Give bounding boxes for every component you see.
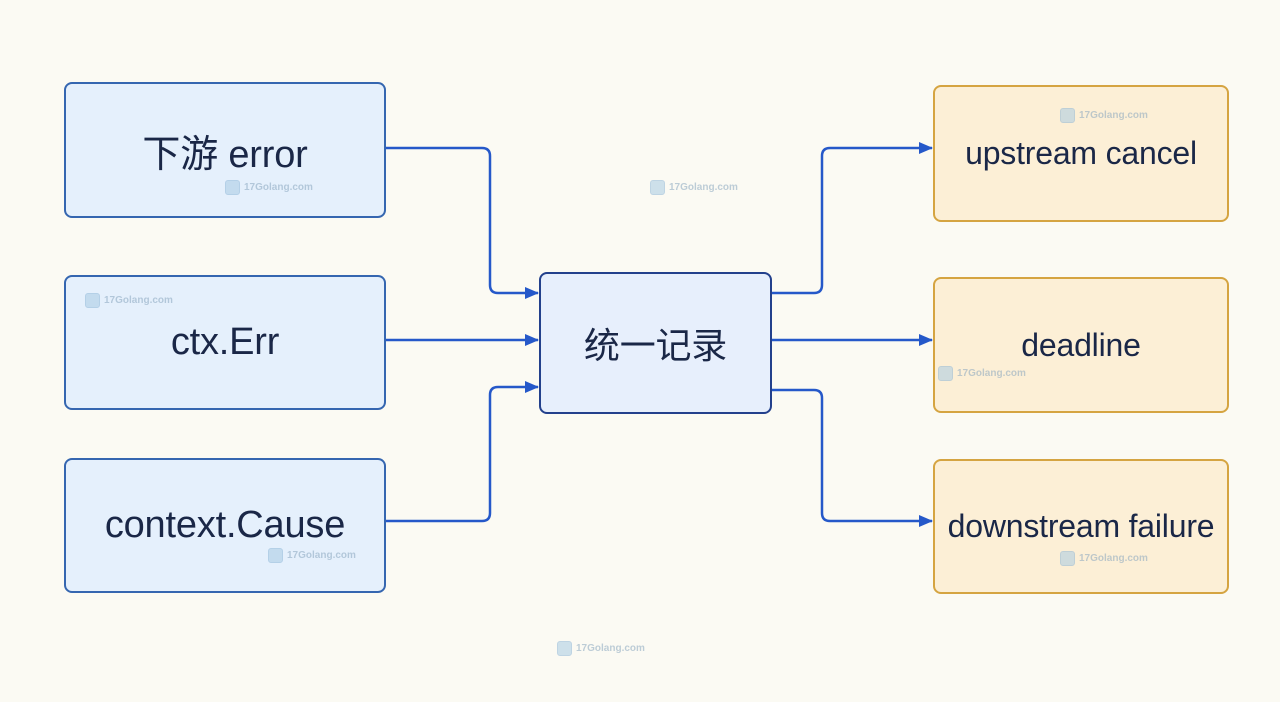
arrow-hub-to-target3 [772, 388, 933, 527]
target-node-deadline: deadline [933, 277, 1229, 413]
target-node-label: deadline [1021, 326, 1141, 363]
target-node-upstream-cancel: upstream cancel [933, 85, 1229, 222]
source-node-label: ctx.Err [170, 321, 280, 363]
source-node-downstream-error: 下游 error [64, 82, 386, 218]
hub-node-label: 统一记录 [583, 325, 728, 366]
target-node-downstream-failure: downstream failure [933, 459, 1229, 594]
target-node-label: upstream cancel [965, 135, 1197, 171]
hub-node-unified-logging: 统一记录 [539, 272, 772, 414]
arrow-source3-to-hub [386, 381, 539, 523]
source-node-label: 下游 error [142, 133, 308, 176]
arrow-source1-to-hub [386, 146, 539, 299]
source-node-context-cause: context.Cause [64, 458, 386, 593]
source-node-ctx-err: ctx.Err [64, 275, 386, 410]
arrow-hub-to-target1 [772, 142, 933, 295]
target-node-label: downstream failure [947, 508, 1215, 544]
source-node-label: context.Cause [104, 504, 346, 546]
